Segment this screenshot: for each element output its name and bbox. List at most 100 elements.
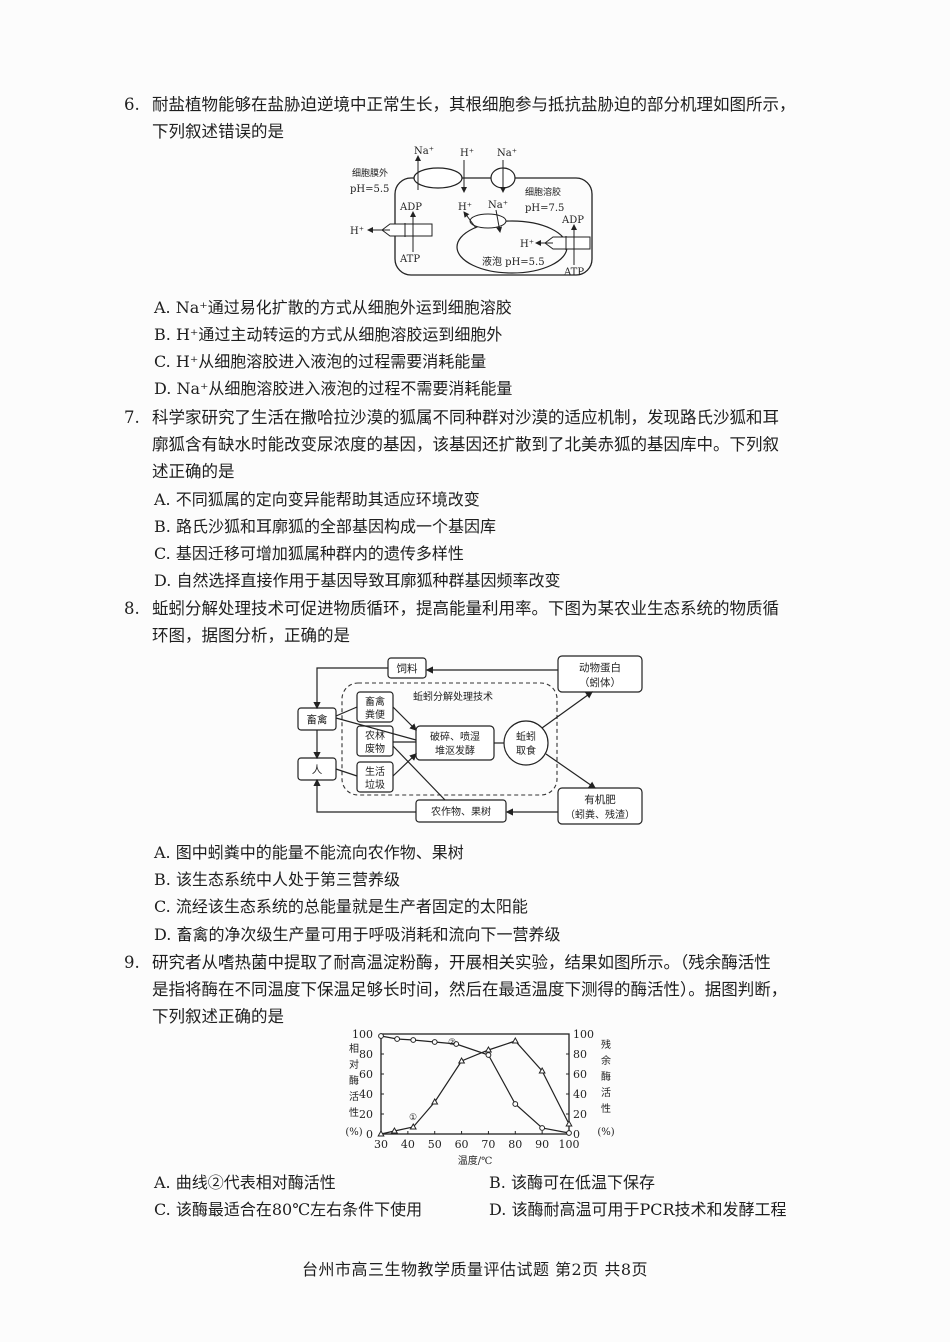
x-tick: 30 — [374, 1138, 388, 1151]
node-crops: 农作物、果树 — [431, 805, 491, 818]
ion-h-label: H⁺ — [460, 148, 474, 159]
left-ylabel-3: 酶 — [349, 1074, 359, 1087]
x-axis-label: 温度/℃ — [458, 1154, 493, 1167]
adp-label: ADP — [561, 215, 584, 226]
question-number: 7. — [124, 408, 140, 427]
node-process-line2: 堆沤发酵 — [435, 744, 475, 757]
x-tick: 70 — [481, 1138, 495, 1151]
y-tick-left: 20 — [359, 1108, 373, 1121]
ion-na-label: Na⁺ — [488, 200, 508, 211]
left-ylabel-unit: (%) — [345, 1127, 362, 1138]
y-tick-right: 0 — [573, 1128, 580, 1141]
vacuole-label: 液泡 pH=5.5 — [482, 255, 545, 268]
q8-figure-material-cycle: 饲料 动物蛋白 （蚓体） 蚯蚓分解处理技术 畜禽 人 畜禽 粪便 农林 废物 生… — [297, 655, 643, 825]
node-worm-line2: 取食 — [516, 744, 536, 757]
option-a: A. 不同狐属的定向变异能帮助其适应环境改变 — [154, 486, 480, 513]
option-d: D. 该酶耐高温可用于PCR技术和发酵工程 — [489, 1196, 787, 1223]
node-fertilizer: 有机肥 — [584, 793, 616, 806]
node-garbage-line2: 垃圾 — [365, 778, 385, 791]
option-a: A. 图中蚓粪中的能量不能流向农作物、果树 — [154, 839, 464, 866]
question-stem: 研究者从嗜热菌中提取了耐高温淀粉酶，开展相关实验，结果如图所示。（残余酶活性 — [152, 953, 771, 972]
node-animal-protein: 动物蛋白 — [579, 661, 621, 674]
ion-h-label: H⁺ — [458, 202, 472, 213]
question-stem: 环图，据图分析，正确的是 — [152, 626, 350, 645]
ion-h-label: H⁺ — [350, 226, 364, 237]
cytosol-ph: pH=7.5 — [525, 203, 564, 214]
option-c: C. 流经该生态系统的总能量就是生产者固定的太阳能 — [154, 893, 528, 920]
right-ylabel-1: 残 — [601, 1038, 611, 1051]
option-d: D. Na⁺从细胞溶胶进入液泡的过程不需要消耗能量 — [154, 375, 512, 402]
node-waste: 农林 — [365, 729, 385, 742]
right-ylabel-unit: (%) — [597, 1127, 614, 1138]
question-stem: 廓狐含有缺水时能改变尿浓度的基因，该基因还扩散到了北美赤狐的基因库中。下列叙 — [152, 435, 779, 454]
node-feed: 饲料 — [397, 662, 418, 675]
question-stem: 科学家研究了生活在撒哈拉沙漠的狐属不同种群对沙漠的适应机制，发现路氏沙狐和耳 — [152, 408, 779, 427]
option-label: C. — [154, 544, 171, 563]
option-label: D. — [154, 379, 172, 398]
right-ylabel-4: 活 — [601, 1087, 611, 1099]
question-7: 7. 科学家研究了生活在撒哈拉沙漠的狐属不同种群对沙漠的适应机制，发现路氏沙狐和耳… — [124, 404, 834, 485]
option-label: D. — [489, 1200, 507, 1219]
option-text: 该酶最适合在80℃左右条件下使用 — [175, 1200, 423, 1219]
outside-label: 细胞膜外 — [352, 167, 388, 179]
option-c: C. H⁺从细胞溶胶进入液泡的过程需要消耗能量 — [154, 348, 486, 375]
option-d: D. 自然选择直接作用于基因导致耳廓狐种群基因频率改变 — [154, 567, 560, 594]
y-tick-left: 80 — [359, 1048, 373, 1061]
ion-na-label: Na⁺ — [414, 146, 434, 157]
right-ylabel-3: 酶 — [601, 1070, 611, 1083]
node-fertilizer-sub: （蚓粪、残渣） — [565, 808, 635, 821]
x-tick: 80 — [508, 1138, 522, 1151]
option-text: 自然选择直接作用于基因导致耳廓狐种群基因频率改变 — [176, 571, 561, 590]
adp-label: ADP — [399, 202, 422, 213]
y-tick-right: 100 — [573, 1028, 594, 1041]
x-tick: 90 — [535, 1138, 549, 1151]
option-label: B. — [154, 325, 171, 344]
option-label: A. — [154, 298, 171, 317]
ion-h-label: H⁺ — [520, 239, 534, 250]
y-tick-right: 80 — [573, 1048, 587, 1061]
question-9: 9.研究者从嗜热菌中提取了耐高温淀粉酶，开展相关实验，结果如图所示。（残余酶活性… — [124, 949, 834, 1030]
option-a: A. Na⁺通过易化扩散的方式从细胞外运到细胞溶胶 — [154, 294, 512, 321]
option-label: B. — [154, 870, 171, 889]
option-text: 图中蚓粪中的能量不能流向农作物、果树 — [175, 843, 464, 862]
option-label: C. — [154, 1200, 171, 1219]
option-b: B. H⁺通过主动转运的方式从细胞溶胶运到细胞外 — [154, 321, 502, 348]
y-tick-right: 40 — [573, 1088, 587, 1101]
curve-2-label: ② — [448, 1038, 456, 1048]
outside-ph: pH=5.5 — [350, 184, 389, 195]
y-tick-left: 100 — [352, 1028, 373, 1041]
left-ylabel-1: 相 — [349, 1042, 359, 1055]
option-text: 畜禽的净次级生产量可用于呼吸消耗和流向下一营养级 — [176, 925, 561, 944]
option-text: H⁺通过主动转运的方式从细胞溶胶运到细胞外 — [175, 325, 503, 344]
node-manure-line2: 粪便 — [365, 708, 385, 721]
option-label: D. — [154, 571, 172, 590]
atp-label: ATP — [399, 254, 420, 265]
option-label: C. — [154, 352, 171, 371]
left-ylabel-2: 对 — [349, 1058, 359, 1071]
x-tick: 50 — [428, 1138, 442, 1151]
curve-1-label: ① — [409, 1113, 417, 1123]
node-manure: 畜禽 — [365, 695, 385, 708]
question-stem: 耐盐植物能够在盐胁迫逆境中正常生长，其根细胞参与抵抗盐胁迫的部分机理如图所示， — [152, 95, 796, 114]
question-8: 8.蚯蚓分解处理技术可促进物质循环，提高能量利用率。下图为某农业生态系统的物质循… — [124, 595, 834, 649]
left-ylabel-4: 活 — [349, 1091, 359, 1103]
node-livestock: 畜禽 — [307, 713, 328, 726]
option-c: C. 该酶最适合在80℃左右条件下使用 — [154, 1196, 422, 1223]
option-text: 路氏沙狐和耳廓狐的全部基因构成一个基因库 — [175, 517, 496, 536]
node-process: 破碎、喷湿 — [430, 730, 480, 743]
node-animal-protein-sub: （蚓体） — [579, 677, 621, 689]
question-6: 6.耐盐植物能够在盐胁迫逆境中正常生长，其根细胞参与抵抗盐胁迫的部分机理如图所示… — [124, 91, 834, 145]
atp-label: ATP — [563, 267, 584, 278]
question-stem: 下列叙述正确的是 — [152, 1007, 284, 1026]
x-tick: 60 — [455, 1138, 469, 1151]
option-label: A. — [154, 843, 171, 862]
right-ylabel-5: 性 — [601, 1102, 611, 1115]
option-text: 该酶可在低温下保存 — [510, 1173, 655, 1192]
option-c: C. 基因迁移可增加狐属种群内的遗传多样性 — [154, 540, 464, 567]
question-stem: 下列叙述错误的是 — [152, 122, 284, 141]
question-stem: 蚯蚓分解处理技术可促进物质循环，提高能量利用率。下图为某农业生态系统的物质循 — [152, 599, 779, 618]
tech-title: 蚯蚓分解处理技术 — [413, 690, 493, 703]
y-tick-left: 0 — [366, 1128, 373, 1141]
y-tick-left: 60 — [359, 1068, 373, 1081]
